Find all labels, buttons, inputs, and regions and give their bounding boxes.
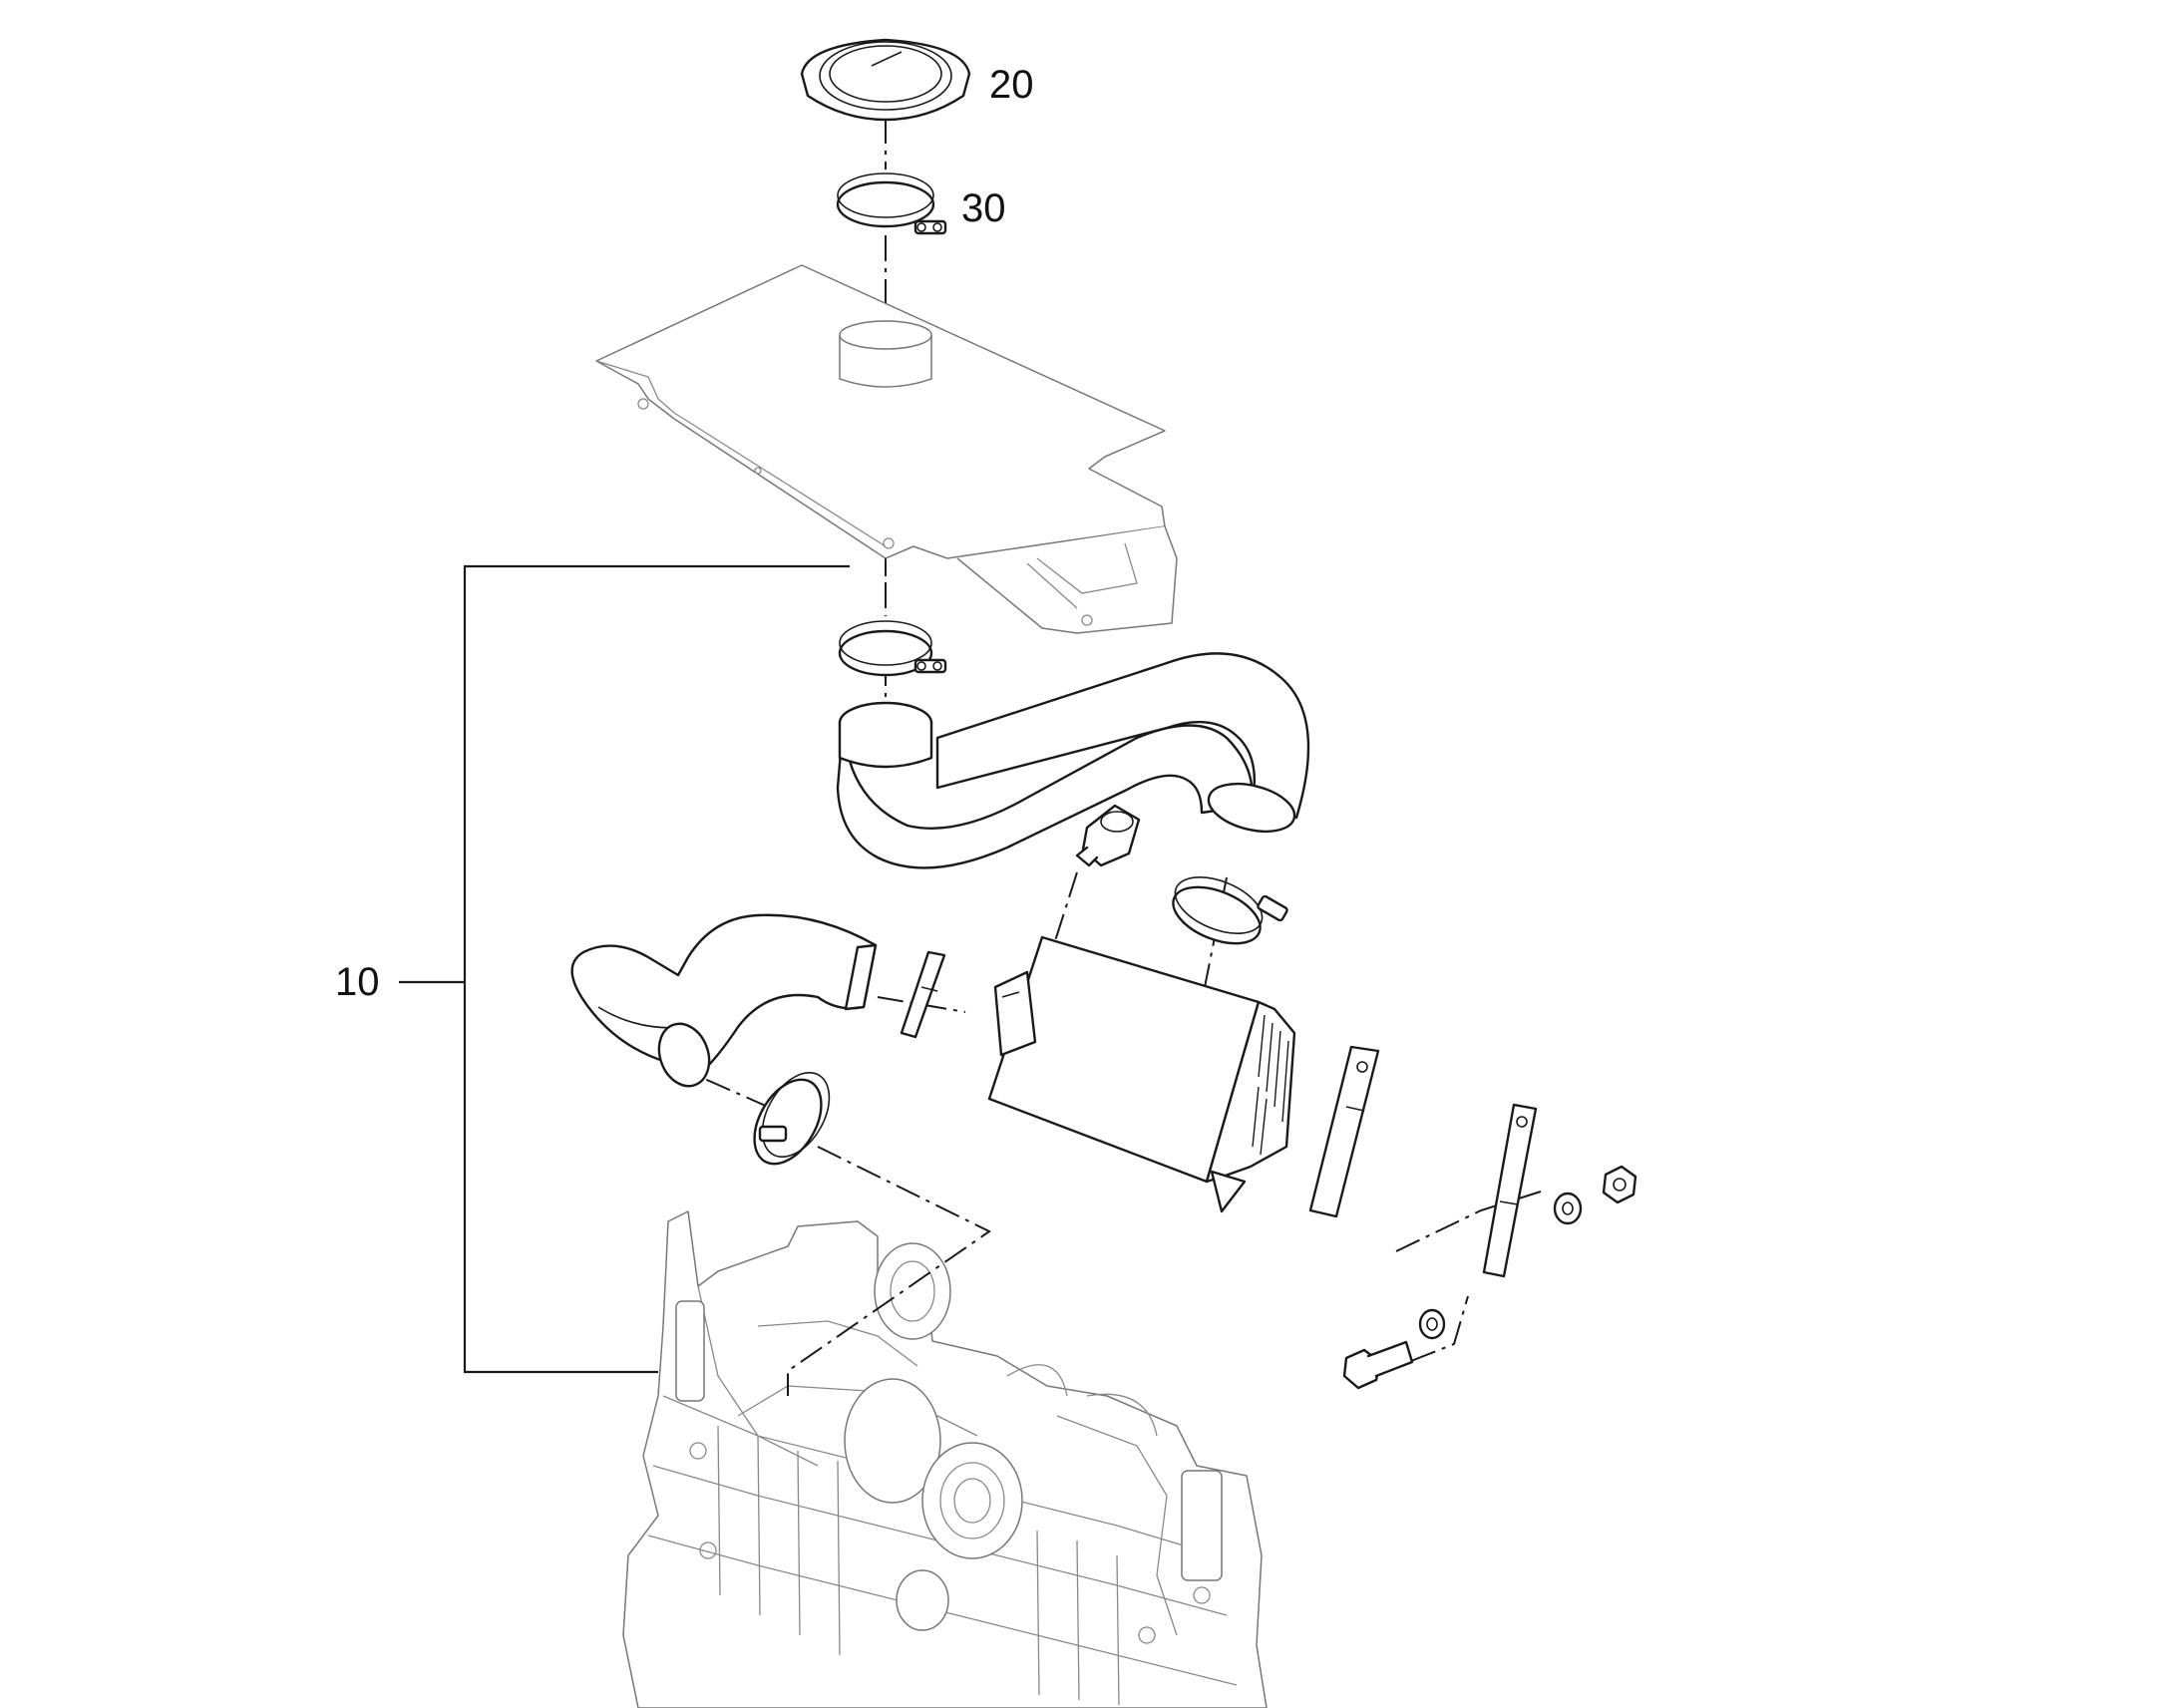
shroud-cover: [595, 264, 1178, 634]
clamp-lower-hose: [753, 1071, 831, 1166]
callout-20: 20: [989, 63, 1034, 107]
callout-10: 10: [335, 960, 380, 1004]
lower-air-hose: [570, 913, 878, 1088]
upper-air-hose: [836, 652, 1310, 869]
pressure-sensor: [1075, 804, 1141, 867]
engine-assembly: [622, 1210, 1268, 1708]
mounting-strap-right: [1482, 1103, 1538, 1278]
fastener-set: [1342, 1165, 1637, 1390]
assembly-bracket: [399, 564, 850, 1374]
clamp-part-30: [836, 172, 947, 235]
mounting-strap-small: [900, 950, 946, 1039]
clamp-right-hose: [1172, 876, 1288, 945]
clamp-upper-hose: [838, 620, 947, 677]
callout-30: 30: [961, 186, 1006, 230]
intercooler-core: [987, 935, 1296, 1213]
cap-part-20: [800, 38, 971, 122]
mounting-strap-center: [1308, 1045, 1380, 1218]
